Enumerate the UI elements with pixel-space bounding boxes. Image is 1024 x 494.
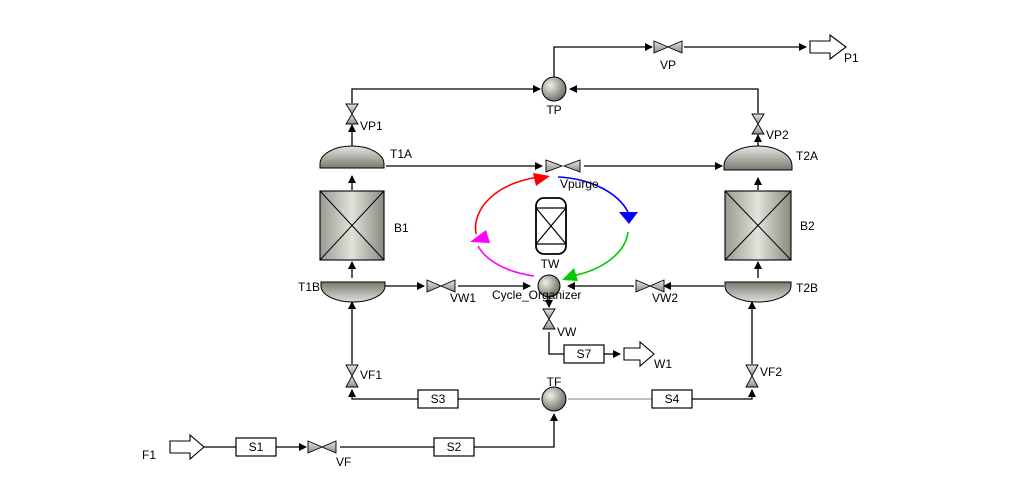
valve-vpurge[interactable]: Vpurge [545,159,599,191]
label-f1: F1 [142,448,156,462]
valve-vp[interactable]: VP [653,40,683,72]
cycle-organizer[interactable]: Cycle_Organizer [492,274,581,302]
valve-vp2[interactable]: VP2 [751,113,789,142]
label-vw2: VW2 [652,291,678,305]
product-arrow-p1[interactable]: P1 [809,33,859,65]
label-w1: W1 [654,357,672,371]
stream-s3-to-vf1 [348,389,418,400]
label-b1: B1 [394,221,409,235]
stream-tp-to-vp [553,43,653,80]
valve-vf2[interactable]: VF2 [745,364,782,388]
cycle-arc-red [474,176,541,235]
label-b2: B2 [800,219,815,233]
label-t1b: T1B [298,280,320,294]
cycle-arrowhead-blue [619,212,638,224]
valve-vw[interactable]: VW [542,308,577,339]
cycle-arrowhead-magenta [470,230,490,243]
label-tf: TF [547,375,562,389]
label-vp2: VP2 [766,128,789,142]
label-t1a: T1A [390,147,412,161]
stream-lines [204,43,807,451]
splitter-t1a[interactable]: T1A [319,145,412,169]
label-s1: S1 [249,440,264,454]
cycle-arc-magenta [477,245,535,277]
vessel-tw[interactable]: TW [535,197,567,271]
label-s7: S7 [577,347,592,361]
stream-vp2-to-tp [569,85,759,113]
mixer-tf[interactable]: TF [541,375,567,412]
cycle-arrows [470,173,638,281]
valve-vw2[interactable]: VW2 [635,279,678,305]
adsorber-bed-b1[interactable]: B1 [319,190,409,261]
label-s3: S3 [431,392,446,406]
mixer-tp[interactable]: TP [541,76,567,117]
label-t2b: T2B [796,281,818,295]
stream-box-s2[interactable]: S2 [433,437,475,457]
label-t2a: T2A [796,149,818,163]
label-vw: VW [557,325,577,339]
stream-s2-to-tf [474,413,558,448]
label-vw1: VW1 [450,291,476,305]
label-tp: TP [546,103,561,117]
cycle-arc-green [571,231,629,277]
stream-vp1-to-tp [351,85,541,103]
stream-box-s3[interactable]: S3 [417,389,459,409]
valve-vp1[interactable]: VP1 [345,103,383,133]
stream-s4-to-vf2 [692,389,756,400]
label-tw: TW [541,257,560,271]
label-p1: P1 [844,51,859,65]
stream-box-s1[interactable]: S1 [235,437,277,457]
valve-vf1[interactable]: VF1 [345,364,382,388]
splitter-t1b[interactable]: T1B [298,280,386,303]
label-vf2: VF2 [760,365,782,379]
valve-vf[interactable]: VF [307,440,351,469]
cycle-arrowhead-red [533,173,550,186]
label-vf: VF [336,455,351,469]
valve-vw1[interactable]: VW1 [426,279,476,305]
feed-arrow-f1[interactable]: F1 [142,433,205,462]
label-vp1: VP1 [360,119,383,133]
label-cycle-organizer: Cycle_Organizer [492,288,581,302]
cycle-arc-blue [557,176,629,213]
label-vp: VP [660,58,676,72]
splitter-t2a[interactable]: T2A [723,145,818,171]
cycle-arrowhead-green [562,268,578,281]
label-vf1: VF1 [360,368,382,382]
stream-box-s7[interactable]: S7 [563,344,605,364]
splitter-t2b[interactable]: T2B [724,281,818,303]
label-s2: S2 [447,440,462,454]
adsorber-bed-b2[interactable]: B2 [724,190,815,261]
stream-box-s4[interactable]: S4 [651,389,693,409]
stream-vw-to-s7 [548,332,564,355]
label-s4: S4 [665,392,680,406]
label-vpurge: Vpurge [560,177,599,191]
product-arrow-w1[interactable]: W1 [623,340,672,371]
